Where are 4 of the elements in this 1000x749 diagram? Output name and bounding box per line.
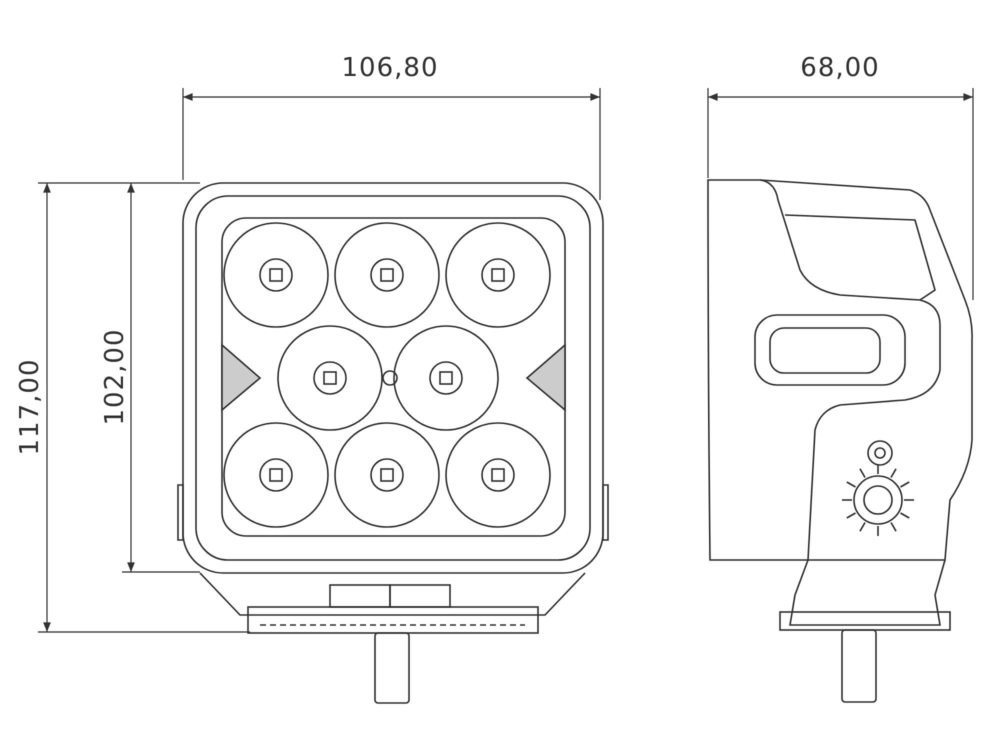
dimension-label: 68,00: [800, 55, 880, 81]
dimension-label: 102,00: [102, 328, 128, 426]
dimension-label: 117,00: [17, 358, 43, 456]
dimension-label: 106,80: [342, 55, 438, 81]
